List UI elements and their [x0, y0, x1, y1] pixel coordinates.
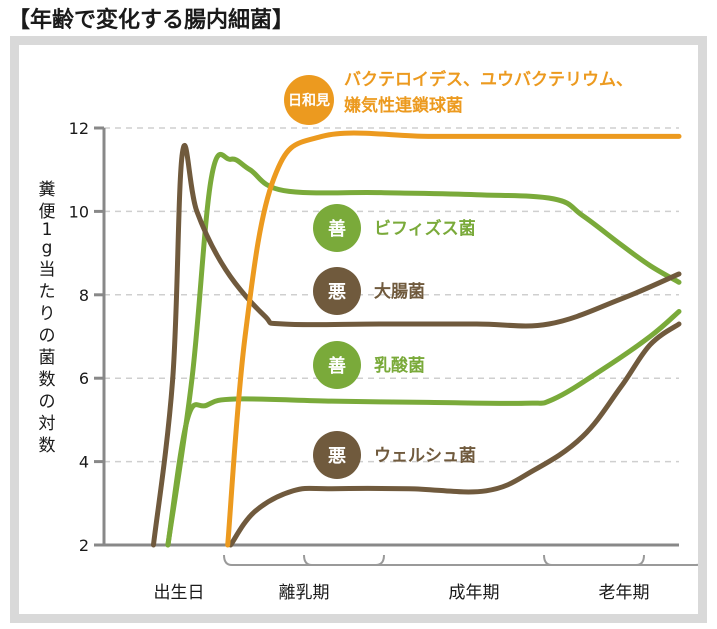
- series-badge-text-3: 悪: [328, 282, 346, 303]
- series-badge-2: [313, 204, 361, 252]
- series-badge-3: [313, 267, 361, 315]
- y-tick-label: 8: [79, 286, 89, 305]
- series-line-5: [228, 321, 682, 548]
- series-label-1: 嫌気性連鎖球菌: [343, 95, 463, 116]
- chart-panel: 2 4 6 8 10 12 日和見バクテロイデス、ユウバクテリウム、嫌気性連鎖球菌善 ビフィ…: [19, 45, 698, 614]
- series-line-4: [165, 308, 682, 548]
- period-label: 成年期: [449, 583, 500, 603]
- y-tick-label: 12: [69, 119, 89, 138]
- series-label-4: 乳酸菌: [374, 355, 425, 376]
- y-axis: 2 4 6 8 10 12: [69, 119, 679, 555]
- series-badge-4: [313, 341, 361, 389]
- period-axis: 出生日 離乳期 成年期 老年期: [154, 554, 698, 603]
- period-bracket: [543, 554, 698, 566]
- series-label-3: 大腸菌: [374, 281, 425, 302]
- series-badge-text-5: 悪: [328, 446, 346, 467]
- series-line-3: [150, 142, 682, 548]
- series-badge-text-4: 善: [328, 355, 346, 377]
- period-label: 出生日: [154, 583, 205, 603]
- period-label: 老年期: [599, 583, 650, 603]
- series-line-2: [165, 151, 682, 548]
- grid-lines: [104, 127, 679, 463]
- period-label: 離乳期: [279, 583, 330, 603]
- series-line-1: [225, 130, 682, 548]
- series-badge-1: [284, 75, 334, 125]
- y-tick-label: 6: [79, 369, 89, 388]
- series-label-2: ビフィズス菌: [374, 218, 476, 239]
- period-bracket: [303, 554, 645, 566]
- series-label-1: バクテロイデス、ユウバクテリウム、: [344, 69, 633, 90]
- y-tick-label: 10: [69, 202, 89, 221]
- period-bracket: [223, 554, 385, 566]
- chart-title: 【年齢で変化する腸内細菌】: [8, 8, 295, 33]
- series-badge-text-1: 日和見: [288, 93, 330, 109]
- series-badge-text-2: 善: [328, 218, 346, 240]
- series-badge-5: [313, 431, 361, 479]
- series-labels: 日和見バクテロイデス、ユウバクテリウム、嫌気性連鎖球菌善ビフィズス菌悪大腸菌善乳…: [284, 69, 633, 479]
- series-label-5: ウェルシュ菌: [374, 446, 476, 466]
- y-tick-label: 4: [79, 453, 89, 472]
- y-tick-label: 2: [79, 536, 89, 555]
- series-lines: [150, 130, 682, 548]
